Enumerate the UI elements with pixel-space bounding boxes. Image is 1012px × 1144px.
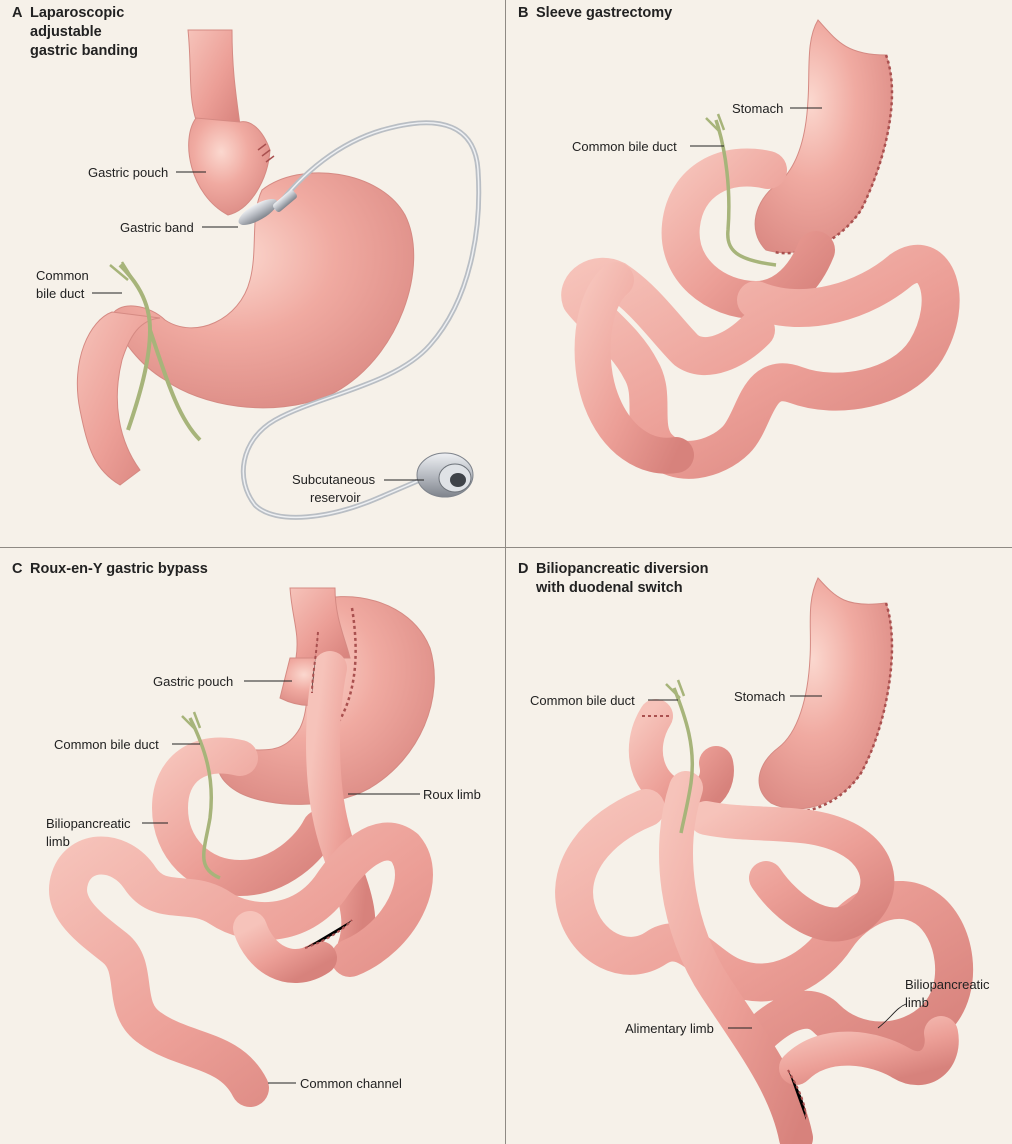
gastric-pouch-shape (188, 117, 271, 216)
stomach-shape (111, 172, 415, 409)
panel-a-title: A Laparoscopic adjustable gastric banding (12, 4, 138, 61)
bile-duct-shape (188, 717, 221, 880)
panel-d-title-line-1: Biliopancreatic diversion (536, 561, 709, 577)
roux-limb-shape (306, 651, 376, 975)
label-common-bile-duct: Common bile duct (572, 139, 677, 154)
label-biliopancreatic-line-1: Biliopancreatic (46, 816, 131, 831)
bile-duct-shape (714, 119, 777, 267)
panel-c-letter: C (12, 561, 23, 577)
panel-d-illustration (555, 577, 974, 1144)
label-common-bile-duct-line-2: bile duct (36, 286, 85, 301)
label-gastric-pouch: Gastric pouch (153, 674, 234, 689)
small-intestine-shape (555, 789, 974, 1060)
panel-d-title: D Biliopancreatic diversion with duodenal… (518, 560, 708, 598)
label-common-channel: Common channel (300, 1076, 402, 1091)
bile-duct-shape (118, 263, 202, 442)
panel-d-title-line-2: with duodenal switch (536, 580, 683, 596)
panel-a-title-line-1: Laparoscopic (30, 5, 125, 21)
panel-c-title: C Roux-en-Y gastric bypass (12, 560, 208, 579)
panel-b-letter: B (518, 5, 529, 21)
panel-c-title-line-1: Roux-en-Y gastric bypass (30, 561, 208, 577)
small-intestine-shape (561, 244, 960, 479)
biliopancreatic-limb-shape (779, 1016, 959, 1086)
subcutaneous-reservoir-shape (416, 452, 474, 498)
label-common-bile-duct: Common bile duct (530, 693, 635, 708)
panel-a-letter: A (12, 5, 23, 21)
label-stomach: Stomach (732, 101, 784, 116)
label-biliopancreatic-line-2: limb (46, 834, 70, 849)
gastric-band-shape (238, 199, 278, 225)
duodenum-shape (76, 311, 161, 486)
alimentary-limb-shape (659, 771, 813, 1144)
panel-d-duodenal-switch: D Biliopancreatic diversion with duodenal… (506, 548, 1012, 1144)
panel-a-gastric-banding: A Laparoscopic adjustable gastric banding… (0, 0, 506, 548)
label-stomach: Stomach (734, 689, 786, 704)
panel-b-title-line-1: Sleeve gastrectomy (536, 5, 673, 21)
bile-duct-shape (672, 687, 695, 834)
label-biliopancreatic-line-2: limb (905, 995, 929, 1010)
label-gastric-band: Gastric band (120, 220, 194, 235)
common-channel-shape (49, 822, 433, 1107)
panel-a-title-line-3: gastric banding (30, 43, 138, 59)
label-biliopancreatic-line-1: Biliopancreatic (905, 977, 990, 992)
label-subcutaneous-line-2: reservoir (310, 490, 361, 505)
sleeve-stomach-shape (754, 19, 893, 254)
panel-b-title: B Sleeve gastrectomy (518, 4, 672, 23)
biliopancreatic-limb-shape (151, 737, 338, 897)
label-gastric-pouch: Gastric pouch (88, 165, 169, 180)
label-common-bile-duct: Common bile duct (54, 737, 159, 752)
label-common-bile-duct-line-1: Common (36, 268, 89, 283)
panel-a-illustration (76, 29, 482, 520)
panel-b-sleeve-gastrectomy: B Sleeve gastrectomy Stomach Common bile … (506, 0, 1012, 548)
label-subcutaneous-line-1: Subcutaneous (292, 472, 376, 487)
panel-b-illustration (561, 19, 960, 479)
panel-c-illustration (49, 587, 435, 1107)
label-roux-limb: Roux limb (423, 787, 481, 802)
panel-a-title-line-2: adjustable (30, 24, 102, 40)
panel-d-letter: D (518, 561, 529, 577)
label-alimentary-limb: Alimentary limb (625, 1021, 714, 1036)
